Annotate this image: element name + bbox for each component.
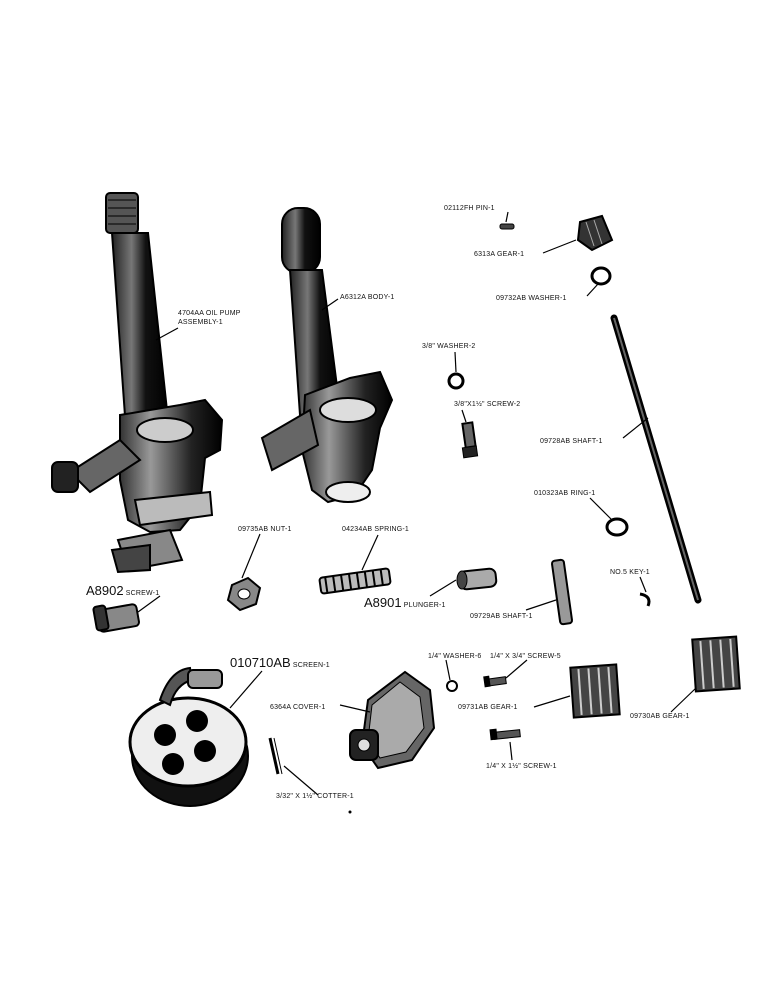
washer-1-4-drawing: [446, 680, 458, 692]
nut-drawing: [226, 576, 262, 612]
pin-label: 02112FH PIN-1: [444, 205, 495, 212]
key-label: NO.5 KEY-1: [610, 569, 650, 576]
washer-3-8-drawing: [447, 372, 465, 390]
oil-pump-assembly-label-line2: ASSEMBLY-1: [178, 319, 223, 326]
screen-label: 010710AB SCREEN-1: [230, 655, 330, 670]
plunger-code: A8901: [364, 595, 402, 610]
screw-3-8-drawing: [461, 421, 479, 459]
cover-drawing: [349, 670, 436, 770]
nut-label: 09735AB NUT-1: [238, 526, 292, 533]
screw-a8902-label: A8902 SCREW-1: [86, 583, 160, 598]
cotter-label: 3/32" X 1½" COTTER-1: [276, 793, 354, 800]
screw-1-4-1-5-label: 1/4" X 1½" SCREW-1: [486, 763, 557, 770]
plunger-drawing: [456, 567, 498, 591]
screw-a8902-text: SCREW-1: [125, 590, 160, 597]
spring-drawing: [318, 567, 392, 595]
screen-drawing: [128, 666, 249, 807]
washer-09732ab-label: 09732AB WASHER-1: [496, 295, 567, 302]
screw-1-4-1-5-drawing: [489, 728, 521, 741]
screw-a8902-code: A8902: [86, 583, 124, 598]
gear-6313a-drawing: [576, 214, 614, 252]
spring-label: 04234AB SPRING-1: [342, 526, 410, 533]
key-drawing: [639, 592, 651, 607]
screen-code: 010710AB: [230, 655, 291, 670]
washer-1-4-label: 1/4" WASHER-6: [428, 653, 482, 660]
screen-text: SCREEN-1: [292, 662, 330, 669]
gear-09731ab-label: 09731AB GEAR-1: [458, 704, 518, 711]
body-label: A6312A BODY-1: [340, 294, 395, 301]
screw-1-4-3-4-drawing: [483, 675, 507, 688]
screw-3-8-label: 3/8"X1½" SCREW-2: [454, 401, 521, 408]
washer-09732ab-drawing: [590, 266, 612, 286]
ring-drawing: [605, 517, 629, 537]
plunger-label: A8901 PLUNGER-1: [364, 595, 446, 610]
gear-09730ab-label: 09730AB GEAR-1: [630, 713, 690, 720]
gear-09731ab-drawing: [569, 663, 621, 719]
cover-label: 6364A COVER-1: [270, 704, 326, 711]
oil-pump-assembly-label-line1: 4704AA OIL PUMP: [178, 310, 241, 317]
body-drawing: [260, 207, 394, 504]
shaft-09729ab-drawing: [550, 558, 574, 626]
shaft-09728ab-drawing: [610, 314, 702, 604]
screw-1-4-3-4-label: 1/4" X 3/4" SCREW-5: [490, 653, 561, 660]
shaft-09728ab-label: 09728AB SHAFT-1: [540, 438, 603, 445]
oil-pump-assembly-drawing: [51, 192, 224, 574]
oil-pump-assembly-label: 4704AA OIL PUMP ASSEMBLY-1: [178, 309, 241, 327]
cotter-drawing: [268, 737, 283, 775]
gear-6313a-label: 6313A GEAR-1: [474, 251, 525, 258]
ring-label: 010323AB RING-1: [534, 490, 596, 497]
shaft-09729ab-label: 09729AB SHAFT-1: [470, 613, 533, 620]
pin-drawing: [499, 223, 515, 230]
gear-09730ab-drawing: [691, 635, 741, 693]
washer-3-8-label: 3/8" WASHER-2: [422, 343, 476, 350]
plunger-text: PLUNGER-1: [403, 602, 446, 609]
screw-a8902-drawing: [92, 603, 140, 633]
leader-lines: [137, 211, 697, 796]
